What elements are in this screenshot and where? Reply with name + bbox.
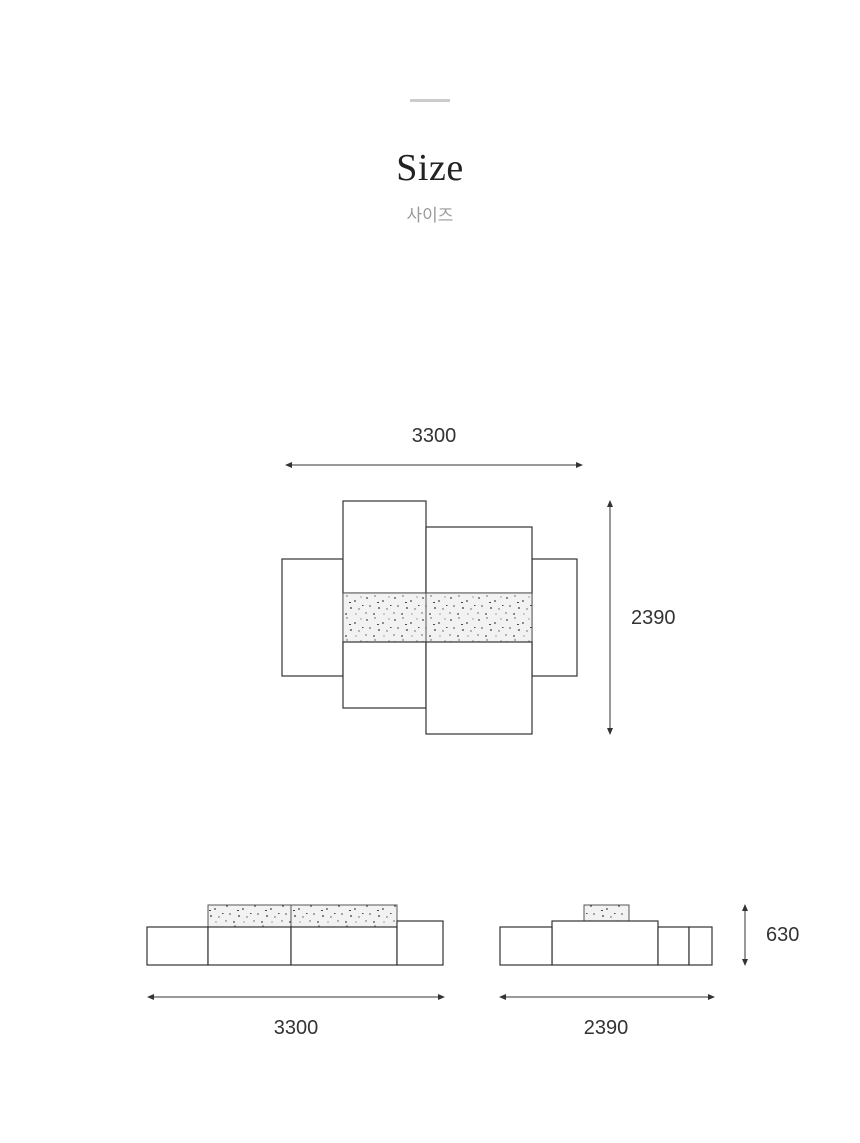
top-depth-dimension: 2390 [607,500,676,735]
page-title: Size [396,147,464,189]
side-depth-dimension: 2390 [499,994,715,1039]
left-armrest-module [281,558,344,677]
front-width-label: 3300 [274,1017,319,1039]
front-right-arm [396,920,444,966]
side-seat-raised [551,920,659,966]
center-cushion-right [425,592,533,643]
side-end-block [688,926,713,966]
top-view: 3300 2390 [281,425,676,735]
front-view: 3300 [146,904,445,1039]
front-left-module [342,641,427,709]
side-depth-label: 2390 [584,1017,629,1039]
page-subtitle: 사이즈 [406,206,454,226]
top-width-dimension: 3300 [285,425,583,468]
top-width-label: 3300 [412,425,457,447]
back-left-module [342,500,427,594]
front-seat-right [290,926,398,966]
front-left-arm [146,926,209,966]
top-depth-label: 2390 [631,607,676,629]
side-back-cushion [583,904,630,922]
front-width-dimension: 3300 [147,994,445,1039]
back-right-module [425,526,533,594]
front-back-cushion-left [207,904,292,928]
title-accent-bar [410,99,450,102]
side-rear-block [657,926,690,966]
center-cushion-left [342,592,427,643]
side-height-label: 630 [766,924,799,946]
side-front-block [499,926,553,966]
side-height-dimension: 630 [742,904,799,966]
front-seat-left [207,926,292,966]
front-right-module [425,641,533,735]
side-view: 2390 630 [499,904,799,1039]
right-armrest-module [531,558,578,677]
front-back-cushion-right [290,904,398,928]
